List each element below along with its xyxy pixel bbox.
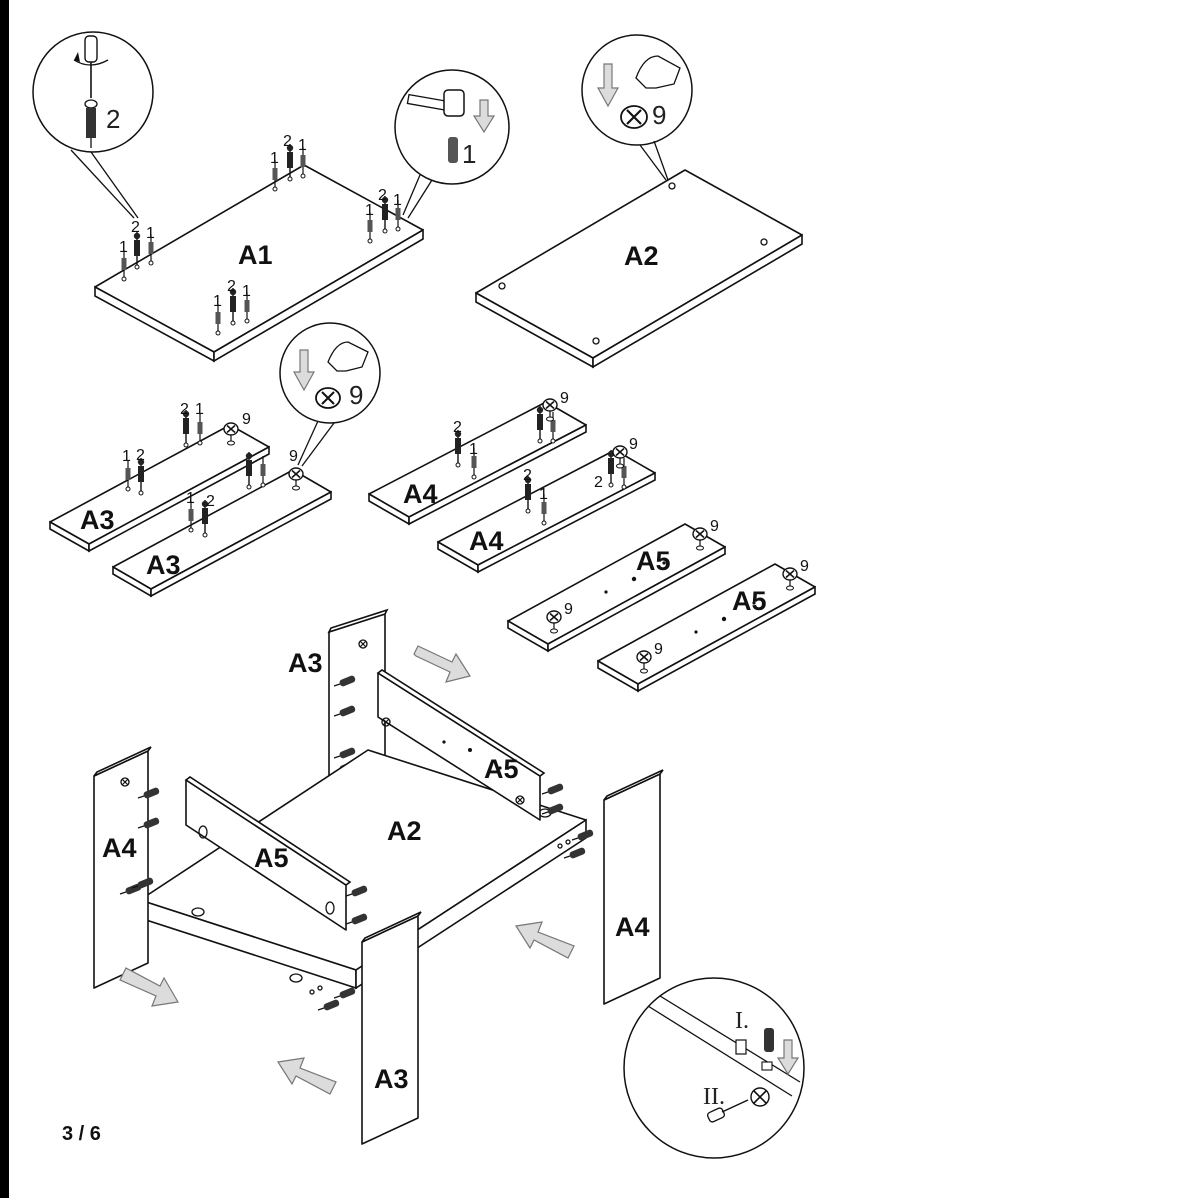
assembly-a5-back <box>376 669 565 821</box>
assembly-a5-front <box>184 776 369 931</box>
svg-text:1: 1 <box>270 150 279 167</box>
svg-text:1: 1 <box>298 137 307 154</box>
svg-text:9: 9 <box>560 390 569 407</box>
panel-a4-bottom-label: A4 <box>469 526 504 556</box>
arrow-a3-front <box>277 1057 337 1095</box>
detail-step-1: I. <box>735 1008 749 1034</box>
svg-text:1: 1 <box>146 225 155 242</box>
callout-screwdriver-qty: 2 <box>106 104 120 134</box>
svg-text:9: 9 <box>242 411 251 428</box>
panel-a5-bottom-label: A5 <box>732 586 767 616</box>
svg-text:1: 1 <box>393 192 402 209</box>
svg-text:1: 1 <box>365 202 374 219</box>
panel-a3-left-label: A3 <box>80 505 115 535</box>
assembly-a2-label: A2 <box>387 816 422 846</box>
svg-text:2: 2 <box>453 419 462 436</box>
callout-cam-a3-qty: 9 <box>349 380 363 410</box>
callout-hammer <box>394 69 510 219</box>
assembly-a4-right-label: A4 <box>615 912 650 942</box>
svg-text:9: 9 <box>800 558 809 575</box>
a5-hardware-labels: 9 9 9 9 <box>564 518 809 658</box>
svg-text:1: 1 <box>195 401 204 418</box>
callout-screwdriver <box>32 31 154 219</box>
svg-text:1: 1 <box>242 283 251 300</box>
svg-text:2: 2 <box>206 493 215 510</box>
a3-hardware-labels: 1 2 2 1 1 2 9 9 <box>122 401 298 510</box>
assembly-a4-left-label: A4 <box>102 833 137 863</box>
callout-cam-a2 <box>581 34 693 181</box>
svg-text:9: 9 <box>564 601 573 618</box>
assembly-a5-front-label: A5 <box>254 843 289 873</box>
panel-a3-right <box>112 469 332 598</box>
panel-a3-right-label: A3 <box>146 550 181 580</box>
arrow-a4-left <box>119 967 179 1007</box>
assembly-a4-left <box>93 746 161 989</box>
svg-text:1: 1 <box>122 448 131 465</box>
panel-a5-bottom <box>597 563 816 693</box>
arrow-a3-back <box>413 645 471 683</box>
callout-hammer-qty: 1 <box>462 139 476 169</box>
svg-text:2: 2 <box>378 187 387 204</box>
panel-a1 <box>94 164 424 363</box>
svg-text:2: 2 <box>227 278 236 295</box>
panel-a2-label: A2 <box>624 241 659 271</box>
a4-hardware-labels: 2 1 2 1 2 9 9 <box>453 390 638 503</box>
svg-text:9: 9 <box>710 518 719 535</box>
detail-step-2: II. <box>703 1084 725 1110</box>
callout-cam-a2-qty: 9 <box>652 100 666 130</box>
arrow-a4-right <box>515 921 575 959</box>
svg-text:1: 1 <box>186 490 195 507</box>
svg-text:9: 9 <box>654 641 663 658</box>
panel-a5-top <box>507 523 726 653</box>
callout-cam-a3 <box>279 322 381 467</box>
assembly-a5-back-label: A5 <box>484 754 519 784</box>
panel-a3-left <box>49 424 270 553</box>
svg-text:2: 2 <box>136 447 145 464</box>
svg-text:1: 1 <box>539 486 548 503</box>
assembly-a3-front-label: A3 <box>374 1064 409 1094</box>
svg-text:9: 9 <box>289 448 298 465</box>
assembly-a3-front <box>317 911 422 1145</box>
svg-text:2: 2 <box>180 401 189 418</box>
svg-text:2: 2 <box>594 474 603 491</box>
assembly-a3-back-label: A3 <box>288 648 323 678</box>
panel-a1-label: A1 <box>238 240 273 270</box>
panel-a4-top-label: A4 <box>403 479 438 509</box>
page-number: 3 / 6 <box>62 1123 101 1145</box>
panel-a2 <box>475 169 803 369</box>
a1-hardware-labels: 1 2 1 1 2 1 1 2 1 1 2 1 <box>119 133 402 310</box>
svg-text:2: 2 <box>523 467 532 484</box>
assembly-a4-right <box>563 769 664 1005</box>
svg-text:1: 1 <box>119 239 128 256</box>
panel-a4-top <box>368 401 587 526</box>
callout-cam-lock-detail <box>623 977 805 1159</box>
svg-text:1: 1 <box>469 441 478 458</box>
panel-a5-top-label: A5 <box>636 546 671 576</box>
svg-text:9: 9 <box>629 436 638 453</box>
svg-text:1: 1 <box>213 293 222 310</box>
svg-text:2: 2 <box>283 133 292 150</box>
svg-text:2: 2 <box>131 219 140 236</box>
page-edge-bar <box>0 0 9 1198</box>
